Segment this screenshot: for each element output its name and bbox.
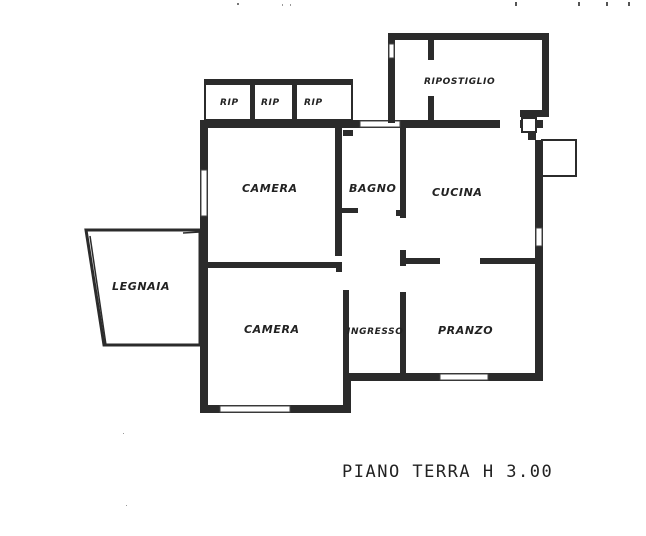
room-label-ripostiglio: RIPOSTIGLIO bbox=[424, 77, 495, 87]
room-label-camera-bottom: CAMERA bbox=[244, 323, 300, 336]
room-label-camera-top: CAMERA bbox=[242, 182, 298, 195]
floor-title: PIANO TERRA H 3.00 bbox=[342, 462, 554, 482]
room-label-pranzo: PRANZO bbox=[438, 324, 493, 337]
rip-closets bbox=[204, 79, 353, 121]
room-label-rip-1: RIP bbox=[220, 98, 239, 108]
windows bbox=[200, 120, 543, 413]
room-label-ingresso: INGRESSO bbox=[347, 327, 403, 337]
room-label-rip-3: RIP bbox=[304, 98, 323, 108]
room-label-cucina: CUCINA bbox=[432, 186, 483, 199]
room-label-legnaia: LEGNAIA bbox=[112, 280, 170, 293]
interior-walls bbox=[208, 128, 536, 378]
legnaia-shed bbox=[84, 228, 202, 347]
room-label-bagno: BAGNO bbox=[349, 182, 396, 195]
ripostiglio-annex bbox=[388, 33, 577, 177]
scan-marks bbox=[123, 2, 630, 506]
room-labels: CAMERA BAGNO CUCINA LEGNAIA CAMERA INGRE… bbox=[112, 77, 495, 337]
room-label-rip-2: RIP bbox=[261, 98, 280, 108]
